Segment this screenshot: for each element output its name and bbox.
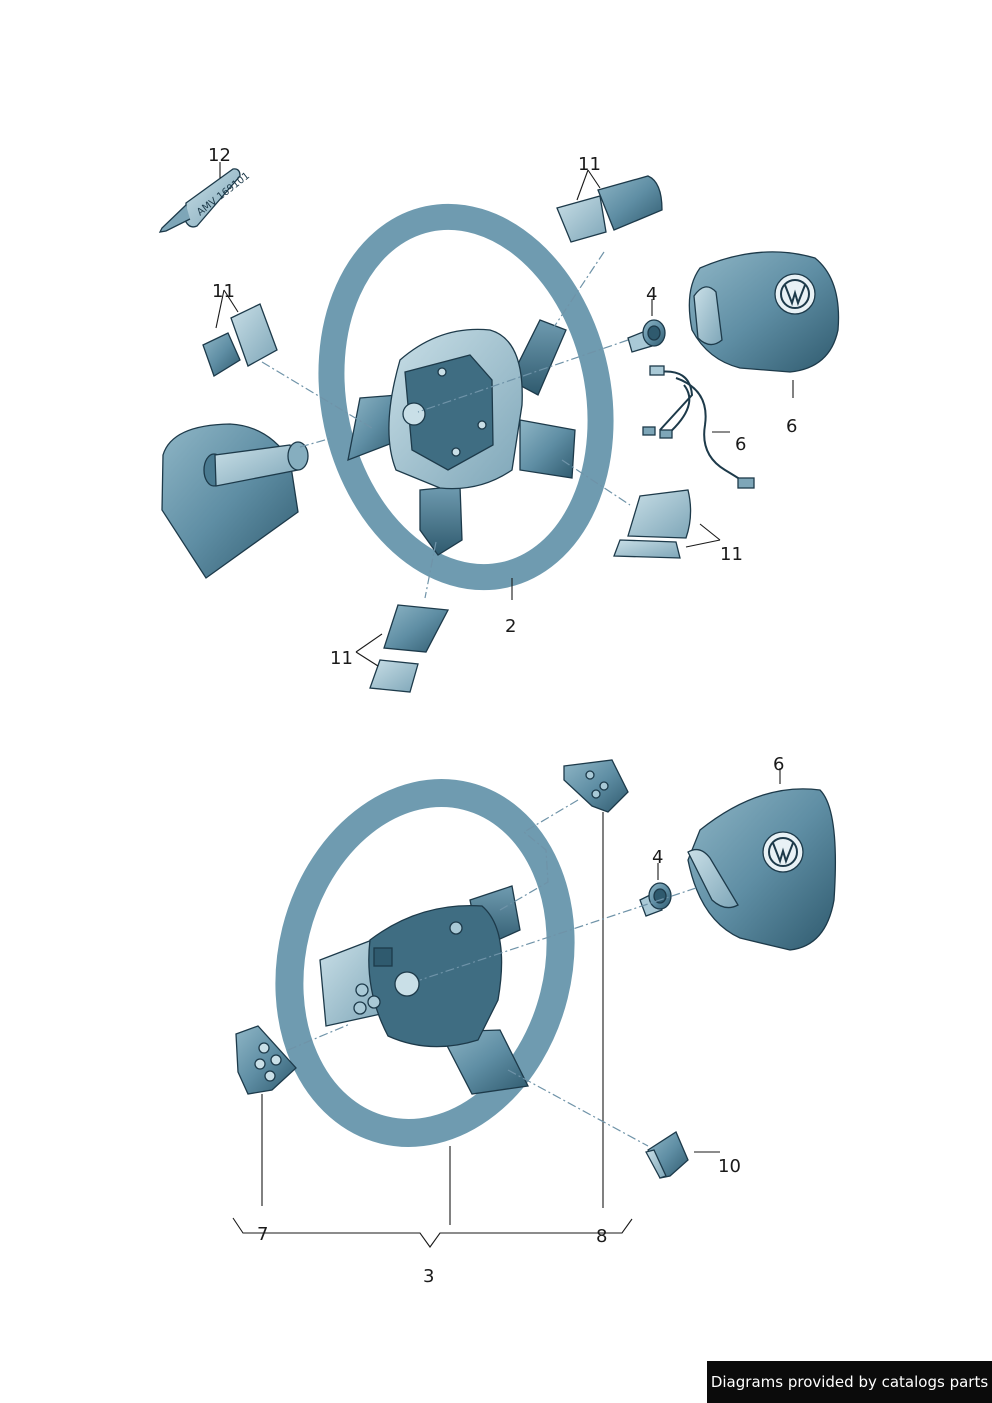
callout-11-right: 11 xyxy=(720,544,743,565)
trim-cover-11-right xyxy=(613,489,692,559)
callout-6-airbag-top: 6 xyxy=(786,416,797,437)
callout-4-top: 4 xyxy=(646,284,657,305)
bolt-4-top xyxy=(627,319,666,353)
callout-7: 7 xyxy=(257,1224,268,1245)
steering-wheel-2 xyxy=(318,203,614,591)
airbag-unit-6-bottom xyxy=(687,788,836,951)
footer-credit: Diagrams provided by catalogs parts xyxy=(707,1361,992,1403)
trim-cover-11-top xyxy=(556,175,663,243)
callout-8: 8 xyxy=(596,1226,607,1247)
callout-11-top: 11 xyxy=(578,154,601,175)
bolt-4-bottom xyxy=(639,882,672,917)
trim-cover-11-left xyxy=(202,303,278,377)
callout-4-bottom: 4 xyxy=(652,847,663,868)
callout-12: 12 xyxy=(208,145,231,166)
wiring-harness-6 xyxy=(642,365,755,489)
callout-6-harness: 6 xyxy=(735,434,746,455)
callout-11-bottom: 11 xyxy=(330,648,353,669)
switch-module-8 xyxy=(563,759,629,813)
steering-column xyxy=(161,423,309,579)
trim-piece-10 xyxy=(645,1131,689,1179)
switch-module-7 xyxy=(235,1025,297,1095)
steering-wheel-3 xyxy=(275,779,575,1147)
callout-6-airbag-bottom: 6 xyxy=(773,754,784,775)
grease-tube-12: AMV 169101 xyxy=(158,168,252,233)
callout-10: 10 xyxy=(718,1156,741,1177)
airbag-unit-6-top xyxy=(688,251,840,373)
callout-2: 2 xyxy=(505,616,516,637)
callout-11-left: 11 xyxy=(212,281,235,302)
trim-cover-11-bottom xyxy=(369,604,450,693)
callout-3: 3 xyxy=(423,1266,434,1287)
